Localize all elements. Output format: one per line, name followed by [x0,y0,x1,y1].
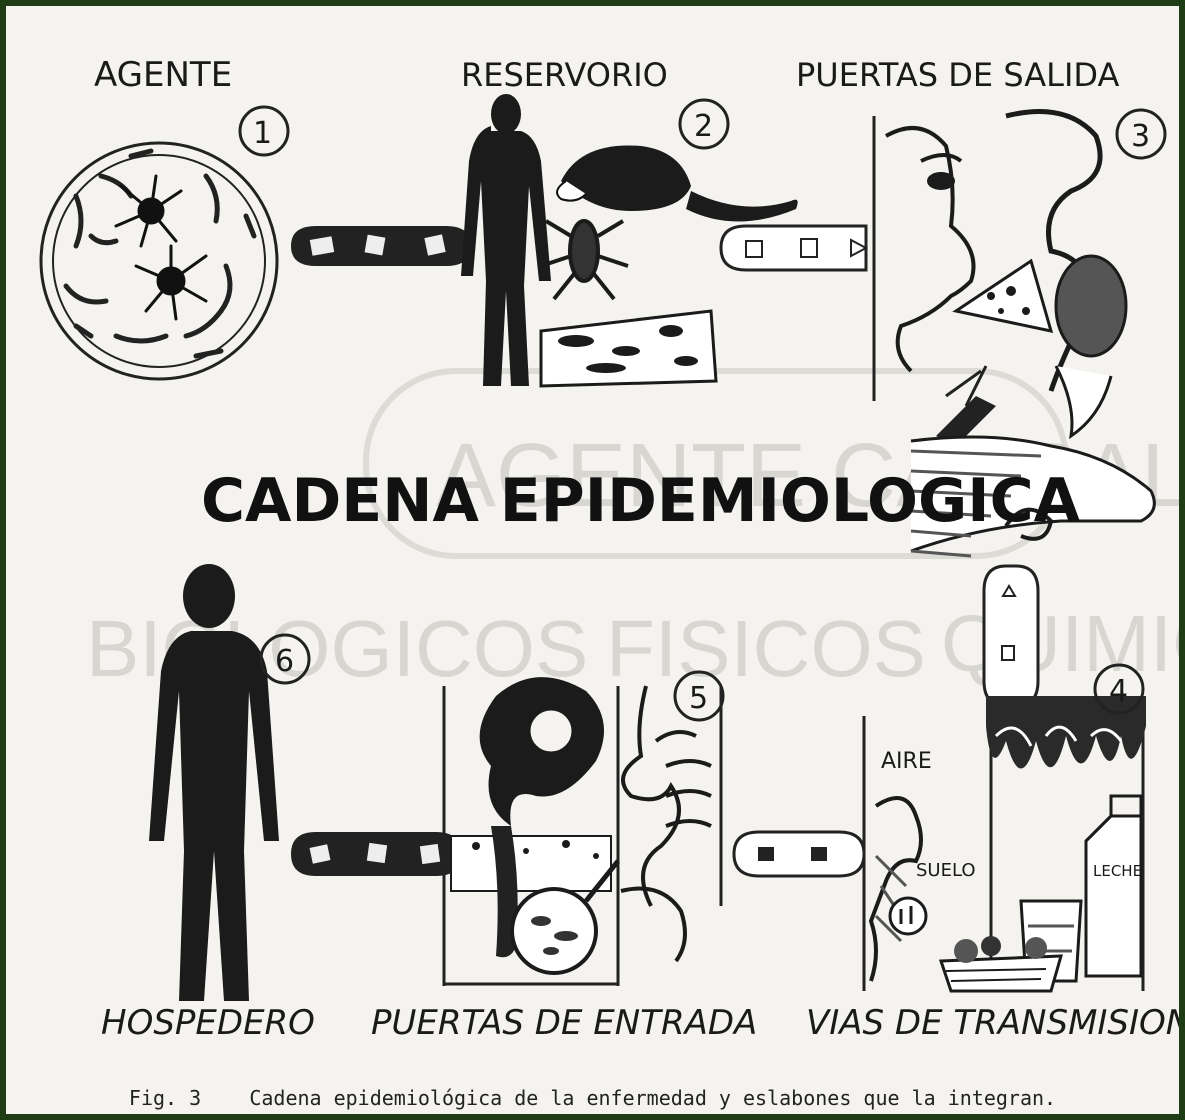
entry-panel-frame [442,686,723,986]
step-circle-2 [678,98,730,150]
step-circle-1 [238,105,290,157]
step-number-5: 5 [689,681,708,716]
transmission-soil [888,896,928,936]
label-leche: LECHE [1093,862,1142,880]
chain-link-2-3 [719,224,869,272]
diagram-title: CADENA EPIDEMIOLOGICA [201,466,1081,536]
chain-link-5-4 [732,830,866,878]
step-number-4: 4 [1109,674,1128,709]
reservoir-log [539,309,718,388]
transmission-food-basket [938,899,1083,993]
label-suelo: SUELO [916,860,976,881]
step-circle-3 [1115,108,1167,160]
reservoir-human-figure [461,94,551,386]
step-circle-6 [259,633,311,685]
label-reservorio: RESERVORIO [461,56,668,94]
label-puertas-salida: PUERTAS DE SALIDA [796,56,1119,94]
figure-caption: Fig. 3 Cadena epidemiológica de la enfer… [128,1086,1057,1110]
watermark-quimicos: QUIMICOS [941,599,1179,688]
petri-dish-inner [52,154,266,368]
chain-link-6-5 [291,832,461,876]
reservoir-rat [556,145,798,222]
entry-nose-profile [620,685,712,963]
step-number-2: 2 [694,109,713,144]
reservoir-insect [540,219,629,301]
step-number-6: 6 [275,644,294,679]
entry-pathogen-blob [479,677,604,826]
microorganisms [63,148,257,359]
label-agente: AGENTE [94,55,232,95]
transmission-air-face [868,796,923,982]
exit-mosquito-and-hand [910,365,1156,558]
chain-link-3-4 [982,564,1040,708]
transmission-water-drips [986,696,1146,769]
entry-magnified-cell [510,859,620,975]
label-puertas-entrada: PUERTAS DE ENTRADA [371,1003,757,1043]
step-number-3: 3 [1131,119,1150,154]
agent-petri-dish [39,141,279,381]
step-circle-4 [1093,663,1145,715]
transmission-milk-carton: LECHE [1084,794,1143,978]
label-hospedero: HOSPEDERO [101,1003,315,1043]
chain-link-1-2 [291,226,471,266]
exit-food-and-mucus [952,254,1128,440]
exit-face-profile [885,126,976,373]
epidemiological-chain-diagram: AGENTE CAUSAL BIOLOGICOS FISICOS QUIMICO… [39,55,1179,1043]
watermark-fisicos: FISICOS [606,604,926,693]
step-circle-5 [673,670,725,722]
label-aire: AIRE [881,749,932,774]
label-vias-transmision: VIAS DE TRANSMISION [806,1003,1179,1043]
petri-dish-outer [39,141,279,381]
step-number-1: 1 [253,116,272,151]
bacteria-clusters [114,174,208,321]
host-human-figure [149,564,279,1001]
